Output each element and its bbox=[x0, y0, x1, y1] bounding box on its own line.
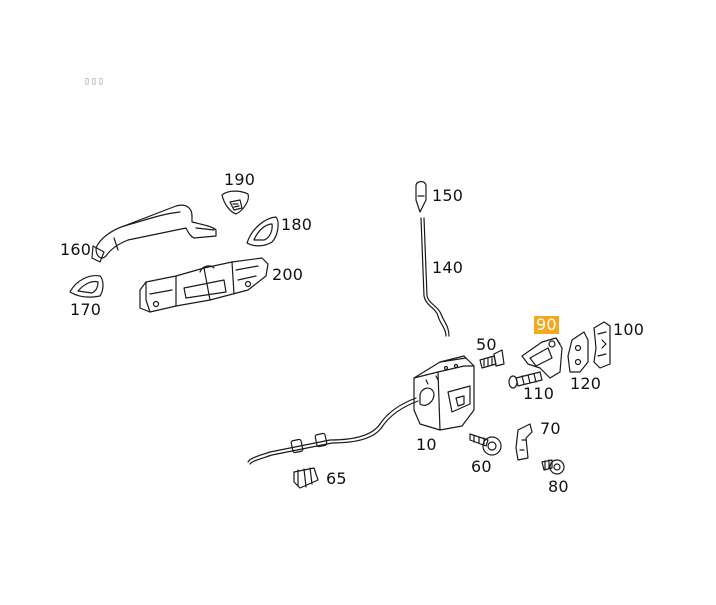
label-60[interactable]: 60 bbox=[471, 457, 492, 476]
label-190[interactable]: 190 bbox=[224, 170, 256, 189]
label-150[interactable]: 150 bbox=[432, 186, 464, 205]
label-160[interactable]: 160 bbox=[60, 240, 92, 259]
label-80[interactable]: 80 bbox=[548, 477, 569, 496]
part-150 bbox=[415, 180, 427, 213]
label-90[interactable]: 90 bbox=[534, 315, 559, 334]
part-50 bbox=[479, 349, 505, 369]
part-120 bbox=[567, 331, 589, 373]
part-80 bbox=[541, 459, 565, 475]
cable-assembly bbox=[247, 397, 419, 465]
label-65[interactable]: 65 bbox=[326, 469, 347, 488]
part-100 bbox=[593, 321, 611, 369]
part-170 bbox=[69, 275, 104, 298]
label-200[interactable]: 200 bbox=[272, 265, 304, 284]
part-10 bbox=[413, 355, 475, 431]
label-140[interactable]: 140 bbox=[432, 258, 464, 277]
part-90 bbox=[521, 337, 563, 379]
part-70 bbox=[515, 423, 533, 461]
label-180[interactable]: 180 bbox=[281, 215, 313, 234]
part-180 bbox=[246, 216, 279, 247]
part-190 bbox=[221, 190, 249, 215]
corner-mark: ▯▯▯ bbox=[84, 76, 106, 87]
label-120[interactable]: 120 bbox=[570, 374, 602, 393]
label-10[interactable]: 10 bbox=[416, 435, 437, 454]
part-60 bbox=[469, 433, 502, 456]
part-200 bbox=[139, 257, 269, 313]
label-110[interactable]: 110 bbox=[523, 384, 555, 403]
part-65 bbox=[293, 467, 319, 489]
label-100[interactable]: 100 bbox=[613, 320, 645, 339]
part-160 bbox=[91, 204, 217, 263]
label-50[interactable]: 50 bbox=[476, 335, 497, 354]
part-140 bbox=[420, 217, 450, 337]
part-110 bbox=[508, 371, 543, 389]
label-170[interactable]: 170 bbox=[70, 300, 102, 319]
label-70[interactable]: 70 bbox=[540, 419, 561, 438]
